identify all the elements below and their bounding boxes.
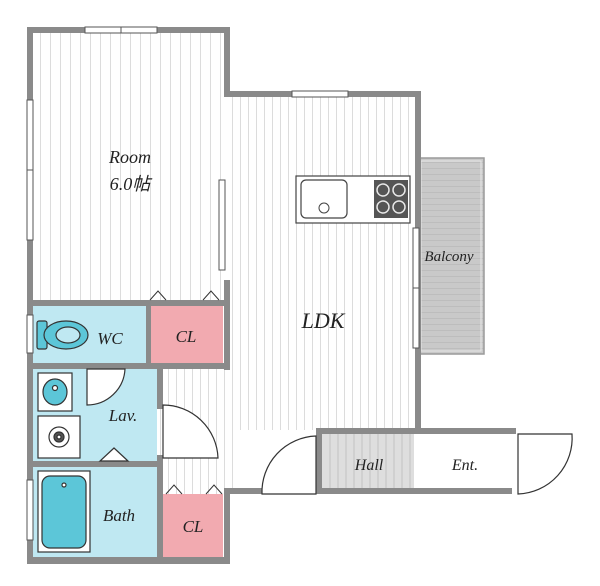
hall-label: Hall [354,457,384,474]
ldk-floor [157,97,416,494]
room-size-label: 6.0帖 [110,174,154,194]
ldk-label: LDK [301,308,346,333]
lavatory-label: Lav. [108,406,138,425]
bath-label: Bath [103,506,135,525]
closet-bottom [163,494,223,557]
balcony [417,157,485,355]
stove-icon [374,180,408,218]
kitchen-counter [295,175,411,224]
toilet-icon [36,320,89,350]
doors [86,368,573,495]
entrance-floor [418,434,510,494]
closet-bottom-label: CL [183,517,204,536]
washing-machine-icon [37,415,81,459]
washbasin-icon [37,372,73,412]
entrance-label: Ent. [451,457,478,474]
closet-door-marks [149,290,223,495]
closet-top-label: CL [176,327,197,346]
windows [26,26,420,541]
balcony-label: Balcony [424,249,473,265]
room-floor [33,33,223,300]
closet-top [150,306,223,363]
room-label: Room [108,147,151,167]
wc-label: WC [97,329,123,348]
bathtub-icon [37,470,91,553]
hall-floor [322,434,414,494]
